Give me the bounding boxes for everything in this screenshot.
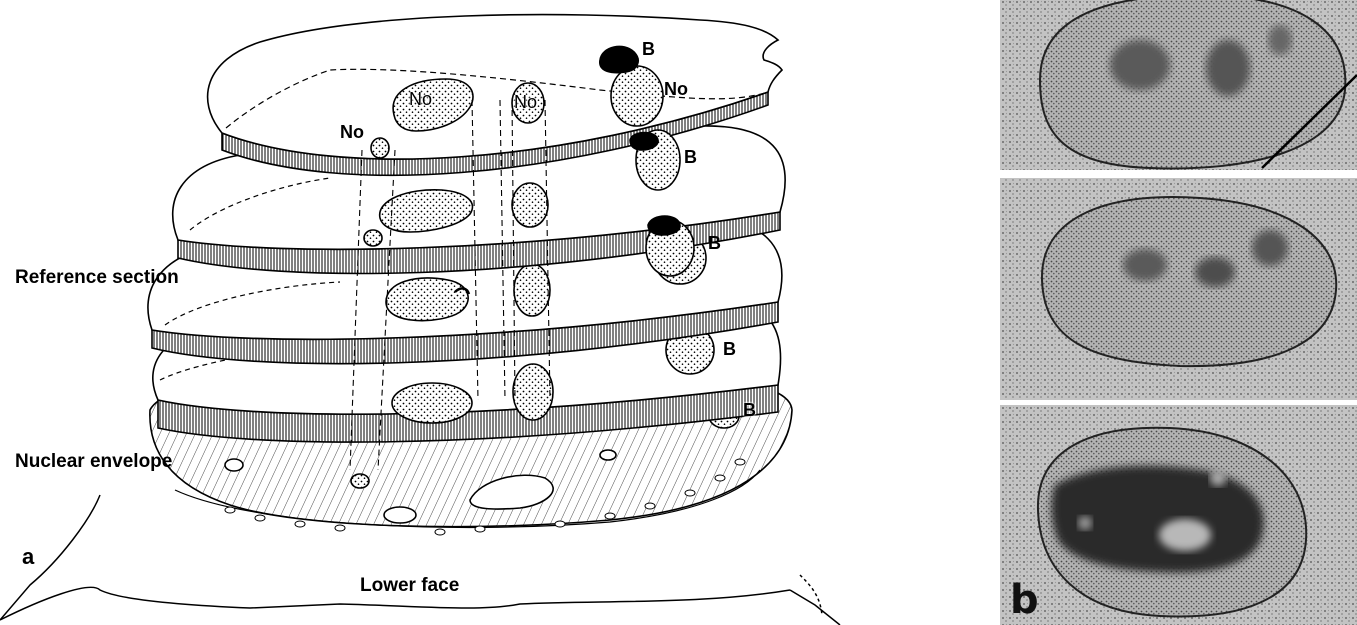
micrograph-bottom <box>1000 405 1357 625</box>
label-nuclear-envelope: Nuclear envelope <box>15 452 172 471</box>
panel-b-letter: b <box>1010 580 1039 620</box>
label-lower-face: Lower face <box>360 576 459 595</box>
label-body-4: B <box>723 340 736 358</box>
label-nucleolus-4: No <box>340 123 364 141</box>
label-nucleolus-3: No <box>664 80 688 98</box>
label-body-3: B <box>708 234 721 252</box>
label-nucleolus-1: No <box>409 90 432 108</box>
label-body-1: B <box>642 40 655 58</box>
micrograph-top <box>1000 0 1357 170</box>
label-body-2: B <box>684 148 697 166</box>
label-nucleolus-2: No <box>514 93 537 111</box>
panel-a-letter: a <box>22 546 34 568</box>
micrograph-middle <box>1000 178 1357 400</box>
label-body-5: B <box>743 401 756 419</box>
panel-b-micrographs <box>1000 0 1357 625</box>
label-reference-section: Reference section <box>15 268 179 287</box>
